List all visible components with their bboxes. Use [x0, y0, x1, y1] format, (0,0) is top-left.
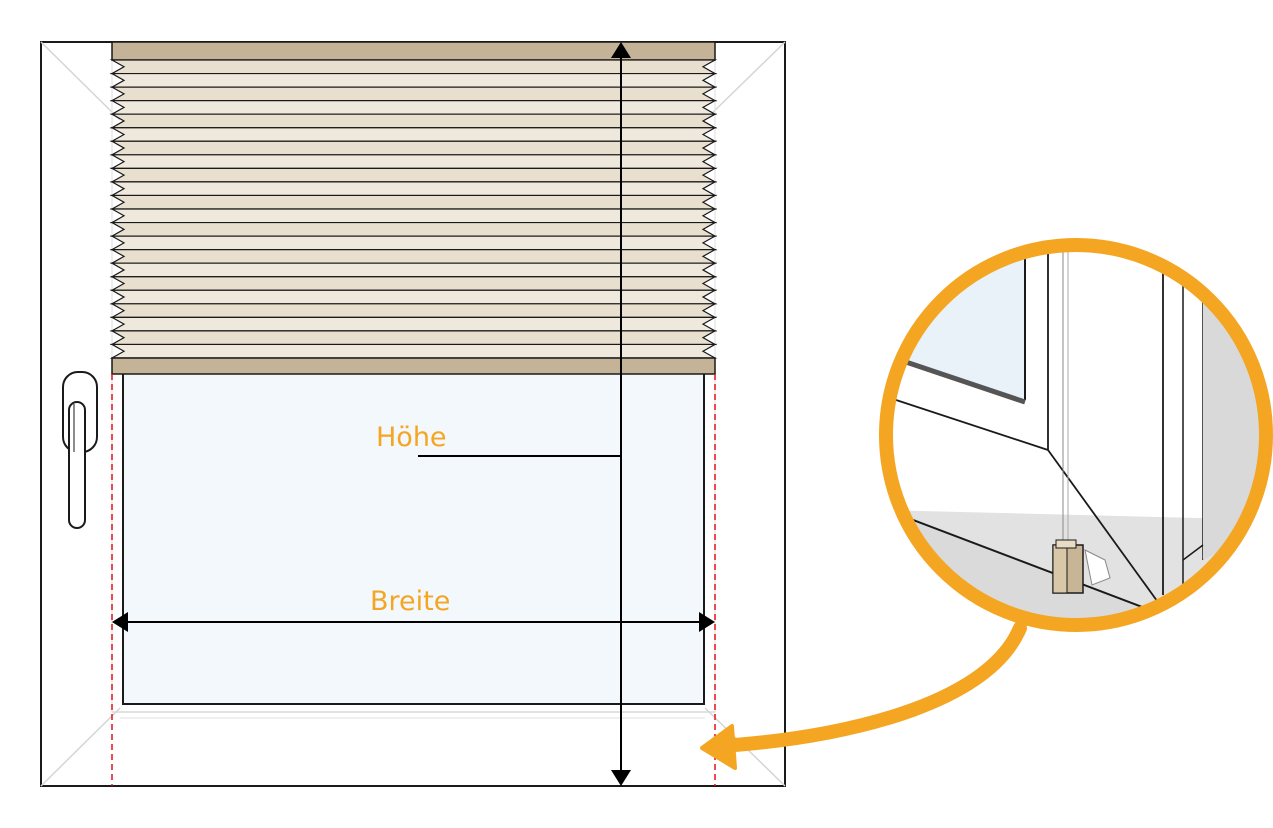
height-label: Höhe: [376, 422, 447, 453]
blind-pleat: [109, 127, 718, 142]
blind-pleat: [109, 289, 718, 305]
blind-pleat: [109, 72, 718, 88]
blind-pleat: [109, 59, 718, 75]
detail-pointer-arrow: [700, 621, 1027, 770]
blind-pleat: [109, 86, 718, 102]
width-label: Breite: [370, 586, 450, 617]
blind-pleat: [109, 249, 718, 264]
blind-pleat: [109, 330, 718, 346]
blind-pleat: [109, 235, 718, 251]
blind-pleat: [109, 221, 718, 237]
blind-pleat: [109, 262, 718, 278]
window-glass: [122, 371, 705, 705]
blind-pleat: [109, 113, 718, 129]
blind-pleat: [109, 276, 718, 291]
blind-pleat: [109, 181, 718, 197]
blind-pleat: [109, 100, 718, 115]
width-dimension-arrow: [112, 612, 715, 632]
blind-pleat: [109, 303, 718, 318]
mounting-bracket-icon: [1052, 539, 1111, 594]
blind-pleat: [109, 194, 718, 210]
blind-pleat: [109, 208, 718, 224]
blind-pleat: [109, 154, 718, 169]
pleated-blind: [109, 41, 718, 375]
blind-pleat: [109, 140, 718, 156]
height-dimension-arrow: [418, 42, 631, 786]
blind-pleat: [109, 316, 718, 332]
blind-pleat: [109, 343, 718, 359]
blind-pleat: [109, 167, 718, 183]
window-handle-icon: [62, 371, 98, 529]
blind-bottom-rail: [111, 357, 716, 375]
detail-zoom-circle: [879, 238, 1273, 632]
blind-pleats: [109, 59, 718, 359]
